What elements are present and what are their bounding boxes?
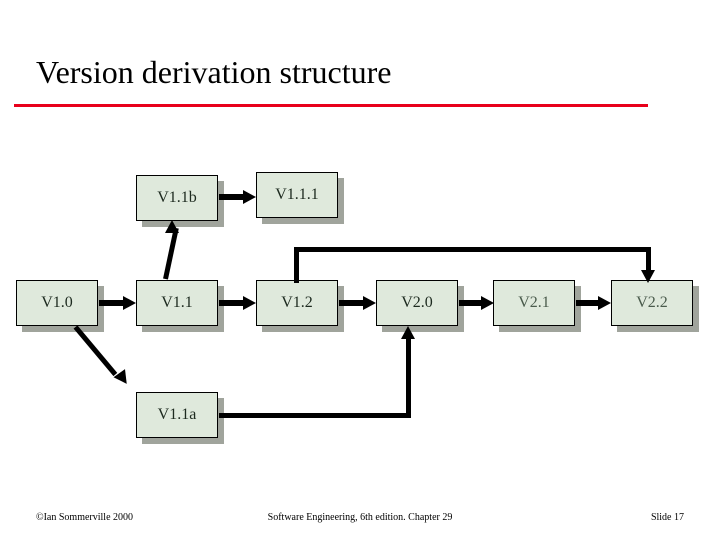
node-v20[interactable]: V2.0 xyxy=(376,280,458,326)
edge-v11a-v20-arrowhead xyxy=(401,326,415,339)
edge-v12-v22-vertical-up xyxy=(294,247,299,283)
version-derivation-diagram: V1.1b V1.1.1 V1.0 V1.1 V1.2 V2.0 V2.1 V2… xyxy=(0,120,720,470)
edge-v20-v21-arrowhead xyxy=(481,296,494,310)
edge-v11-v12-arrowhead xyxy=(243,296,256,310)
page-title: Version derivation structure xyxy=(36,54,392,90)
edge-v10-v11-arrowhead xyxy=(123,296,136,310)
edge-v11-v12-line xyxy=(219,300,245,306)
node-v21[interactable]: V2.1 xyxy=(493,280,575,326)
node-v11b[interactable]: V1.1b xyxy=(136,175,218,221)
footer-slide-number: Slide 17 xyxy=(650,512,684,523)
node-v10[interactable]: V1.0 xyxy=(16,280,98,326)
node-v22[interactable]: V2.2 xyxy=(611,280,693,326)
slide-footer: ©Ian Sommerville 2000 Software Engineeri… xyxy=(0,512,720,532)
node-v11[interactable]: V1.1 xyxy=(136,280,218,326)
edge-v11b-v111-line xyxy=(219,194,245,200)
footer-copyright: ©Ian Sommerville 2000 xyxy=(36,512,134,523)
footer-source: Software Engineering, 6th edition. Chapt… xyxy=(267,512,453,523)
edge-v21-v22-arrowhead xyxy=(598,296,611,310)
edge-v21-v22-line xyxy=(576,300,600,306)
edge-v12-v20-arrowhead xyxy=(363,296,376,310)
edge-v12-v22-vertical-down xyxy=(646,247,651,273)
edge-v11-v11b-line xyxy=(163,227,179,280)
edge-v20-v21-line xyxy=(459,300,483,306)
title-divider xyxy=(14,104,648,107)
node-v111[interactable]: V1.1.1 xyxy=(256,172,338,218)
node-v12[interactable]: V1.2 xyxy=(256,280,338,326)
edge-v10-v11-line xyxy=(99,300,125,306)
edge-v12-v22-horizontal xyxy=(294,247,651,252)
edge-v11a-v20-horizontal xyxy=(219,413,411,418)
edge-v12-v20-line xyxy=(339,300,365,306)
edge-v10-v11a-line xyxy=(73,325,118,377)
node-v11a[interactable]: V1.1a xyxy=(136,392,218,438)
edge-v11b-v111-arrowhead xyxy=(243,190,256,204)
edge-v12-v22-arrowhead xyxy=(641,270,655,283)
edge-v11-v11b-arrowhead xyxy=(165,220,179,233)
edge-v11a-v20-vertical xyxy=(406,337,411,418)
